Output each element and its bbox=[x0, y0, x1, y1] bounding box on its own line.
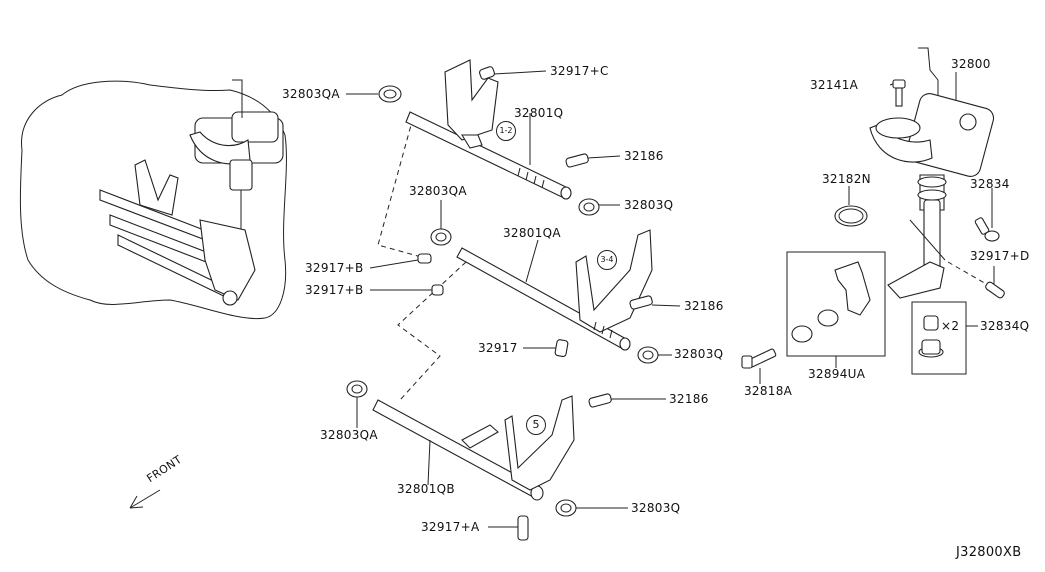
transmission-housing-illustration bbox=[19, 79, 287, 320]
pins bbox=[417, 66, 1005, 541]
label-32803qa-mid: 32803QA bbox=[409, 184, 467, 198]
label-32141a: 32141A bbox=[810, 78, 859, 92]
label-32182n: 32182N bbox=[822, 172, 871, 186]
leader-lines bbox=[346, 70, 681, 528]
shift-rod-32801qb bbox=[372, 395, 575, 501]
label-32186-mid: 32186 bbox=[684, 299, 724, 313]
callout-gear-1-2: 1-2 bbox=[496, 121, 516, 141]
label-32917c: 32917+C bbox=[550, 64, 609, 78]
label-32803qa-top: 32803QA bbox=[282, 87, 340, 101]
label-32800: 32800 bbox=[951, 57, 991, 71]
label-32803q-mid: 32803Q bbox=[674, 347, 724, 361]
shift-rod-32801q bbox=[405, 59, 572, 200]
shift-control-assembly bbox=[869, 47, 995, 299]
label-32803qa-low: 32803QA bbox=[320, 428, 378, 442]
callout-gear-5: 5 bbox=[526, 415, 546, 435]
label-32894ua: 32894UA bbox=[808, 367, 866, 381]
diagram-code: J32800XB bbox=[956, 545, 1022, 560]
label-32818a: 32818A bbox=[744, 384, 793, 398]
label-32917b-2: 32917+B bbox=[305, 283, 364, 297]
label-32834: 32834 bbox=[970, 177, 1010, 191]
bolt-32834 bbox=[974, 217, 1000, 242]
label-32186-low: 32186 bbox=[669, 392, 709, 406]
callout-gear-3-4: 3-4 bbox=[597, 250, 617, 270]
label-32186-top: 32186 bbox=[624, 149, 664, 163]
label-32801q: 32801Q bbox=[514, 106, 564, 120]
shift-rod-32801qa bbox=[456, 229, 653, 351]
seal-rings bbox=[346, 85, 659, 517]
label-32917a: 32917+A bbox=[421, 520, 480, 534]
kit-parts-32894ua bbox=[791, 261, 871, 343]
kit-parts-32834q bbox=[918, 315, 944, 358]
label-32803q-low: 32803Q bbox=[631, 501, 681, 515]
label-32801qb: 32801QB bbox=[397, 482, 455, 496]
front-arrow bbox=[129, 489, 161, 509]
bolt-32818a bbox=[741, 348, 777, 369]
label-32803q-top: 32803Q bbox=[624, 198, 674, 212]
label-32917b-1: 32917+B bbox=[305, 261, 364, 275]
kit-box-32834q bbox=[911, 301, 967, 375]
label-32801qa: 32801QA bbox=[503, 226, 561, 240]
label-32834q-qty: ×2 bbox=[941, 319, 960, 333]
label-32917d: 32917+D bbox=[970, 249, 1030, 263]
bolt-32141a bbox=[892, 79, 906, 107]
label-32834q: 32834Q bbox=[980, 319, 1030, 333]
label-32917: 32917 bbox=[478, 341, 518, 355]
